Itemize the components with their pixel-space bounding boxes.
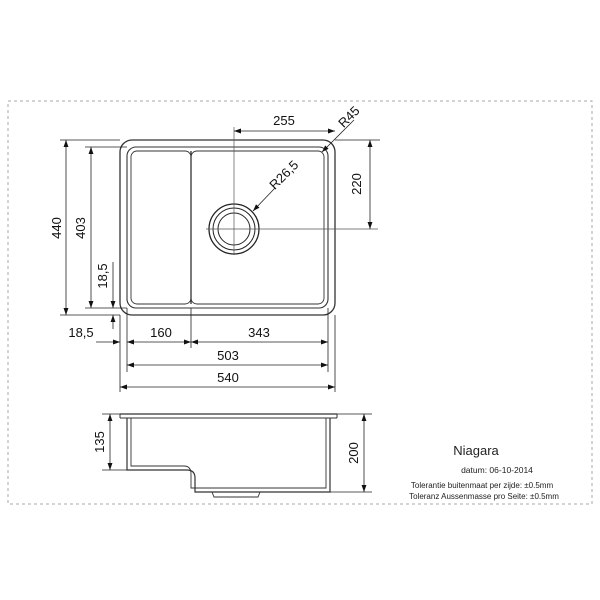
- dim-side-height-main: 200: [346, 442, 361, 464]
- small-bowl-outline: [130, 150, 192, 305]
- main-bowl-outline: [190, 150, 325, 305]
- drawing-frame: [7, 100, 593, 505]
- dim-main-bowl-width: 343: [248, 325, 270, 340]
- sink-side-view: [119, 413, 338, 498]
- dim-corner-radius: R45: [335, 103, 362, 130]
- drawing-date: datum: 06-10-2014: [461, 465, 533, 475]
- sink-top-view: [119, 139, 336, 316]
- sink-inner-outline: [126, 146, 329, 309]
- dim-side-height-small: 135: [92, 431, 107, 453]
- dimension-lines: [60, 119, 380, 392]
- sink-outer-outline: [119, 139, 336, 316]
- dim-drain-radius: R26,5: [266, 157, 301, 192]
- dim-left-offset: 18,5: [95, 263, 110, 288]
- dim-right-height: 220: [349, 173, 364, 195]
- center-lines: [206, 127, 378, 255]
- dim-total-height: 440: [49, 217, 64, 239]
- dim-inner-height: 403: [73, 217, 88, 239]
- dim-inner-width: 503: [217, 348, 239, 363]
- drawing-title: Niagara: [453, 443, 499, 458]
- tolerance-note-de: Toleranz Aussenmasse pro Seite: ±0.5mm: [409, 492, 559, 501]
- dim-total-width: 540: [217, 370, 239, 385]
- tolerance-note-nl: Tolerantie buitenmaat per zijde: ±0.5mm: [411, 481, 554, 490]
- dim-small-bowl-width: 160: [150, 325, 172, 340]
- dim-top-width: 255: [273, 113, 295, 128]
- dim-bottom-offset: 18,5: [68, 325, 93, 340]
- side-dimension-lines: [102, 413, 372, 493]
